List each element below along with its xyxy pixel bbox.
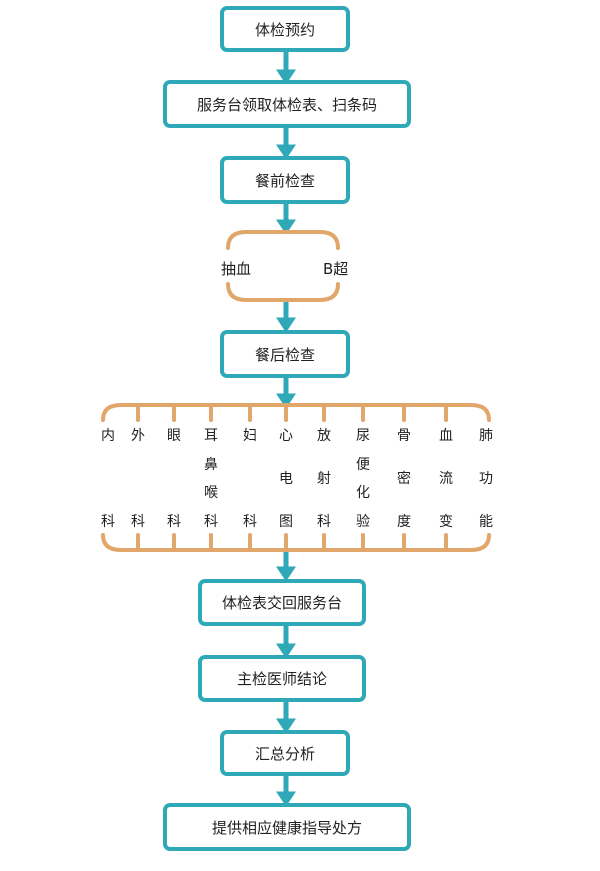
- department-5-char: 图: [279, 514, 293, 530]
- department-7-char: 验: [356, 513, 370, 530]
- department-3: 耳鼻喉科: [198, 428, 224, 530]
- step-service-desk: 服务台领取体检表、扫条码: [163, 80, 411, 128]
- department-7-char: 化: [356, 485, 370, 502]
- department-8-char: 度: [397, 514, 411, 530]
- step-chief-conclusion: 主检医师结论: [198, 655, 366, 702]
- department-10-char: 肺: [479, 428, 493, 444]
- department-0-char: 内: [101, 428, 115, 444]
- department-5-char: 电: [279, 471, 293, 487]
- department-4: 妇科: [237, 428, 263, 530]
- department-3-char: 喉: [204, 485, 218, 502]
- department-3-char: 科: [204, 513, 218, 530]
- department-8-char: 骨: [397, 428, 411, 444]
- step-summary-analysis-label: 汇总分析: [254, 744, 315, 763]
- department-9-char: 血: [439, 428, 453, 444]
- step-health-guidance: 提供相应健康指导处方: [163, 803, 411, 851]
- step-return-form-label: 体检表交回服务台: [221, 594, 342, 612]
- department-3-char: 耳: [204, 428, 218, 444]
- department-2-char: 眼: [167, 428, 181, 444]
- department-5: 心电图: [273, 428, 299, 530]
- department-9: 血流变: [433, 428, 459, 530]
- department-10: 肺功能: [473, 428, 499, 530]
- pre-meal-item-ultrasound: B超: [323, 260, 349, 278]
- step-booking-label: 体检预约: [254, 20, 315, 39]
- department-2: 眼科: [161, 428, 187, 530]
- step-summary-analysis: 汇总分析: [220, 730, 350, 776]
- pre-meal-bracket-bottom: [226, 282, 340, 302]
- step-pre-meal-exam-label: 餐前检查: [254, 171, 315, 190]
- department-5-char: 心: [279, 428, 293, 444]
- department-1: 外科: [125, 428, 151, 530]
- department-2-char: 科: [167, 514, 181, 530]
- department-6-char: 射: [317, 471, 331, 487]
- department-6: 放射科: [311, 428, 337, 530]
- department-9-char: 变: [439, 514, 453, 530]
- department-7-char: 尿: [356, 428, 370, 444]
- step-chief-conclusion-label: 主检医师结论: [236, 670, 327, 688]
- step-post-meal-exam-label: 餐后检查: [254, 345, 315, 364]
- department-1-char: 外: [131, 428, 145, 444]
- department-10-char: 功: [479, 471, 493, 487]
- department-10-char: 能: [479, 514, 493, 530]
- step-return-form: 体检表交回服务台: [198, 579, 366, 626]
- department-0: 内科: [95, 428, 121, 530]
- department-4-char: 妇: [243, 428, 257, 444]
- department-1-char: 科: [131, 514, 145, 530]
- department-3-char: 鼻: [204, 456, 218, 473]
- step-health-guidance-label: 提供相应健康指导处方: [211, 818, 362, 837]
- department-8: 骨密度: [391, 428, 417, 530]
- department-8-char: 密: [397, 471, 411, 487]
- step-pre-meal-exam: 餐前检查: [220, 156, 350, 204]
- department-7: 尿便化验: [350, 428, 376, 530]
- dept-bracket-bottom: [101, 533, 491, 552]
- dept-bracket-top: [101, 403, 491, 422]
- pre-meal-bracket-top: [226, 230, 340, 250]
- department-7-char: 便: [356, 456, 370, 473]
- department-4-char: 科: [243, 514, 257, 530]
- department-9-char: 流: [439, 471, 453, 487]
- step-booking: 体检预约: [220, 6, 350, 52]
- dept-bracket-ticks: [136, 403, 448, 552]
- step-post-meal-exam: 餐后检查: [220, 330, 350, 378]
- pre-meal-item-blood: 抽血: [221, 260, 252, 278]
- department-6-char: 科: [317, 514, 331, 530]
- step-service-desk-label: 服务台领取体检表、扫条码: [196, 95, 377, 114]
- department-6-char: 放: [317, 428, 331, 444]
- department-0-char: 科: [101, 514, 115, 530]
